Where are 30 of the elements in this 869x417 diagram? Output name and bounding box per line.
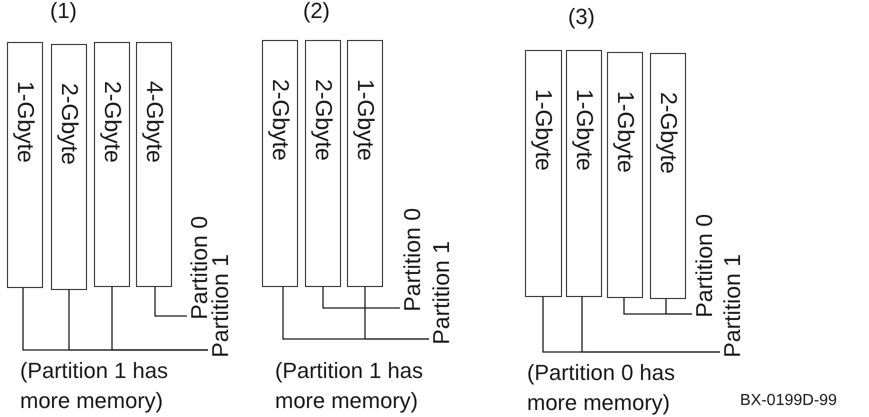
connector-line bbox=[322, 287, 400, 309]
memory-module: 2-Gbyte bbox=[262, 40, 298, 287]
memory-module: 2-Gbyte bbox=[650, 53, 686, 299]
partition-label: Partition 1 bbox=[429, 241, 453, 345]
panel-number: (2) bbox=[303, 0, 330, 25]
connector-line bbox=[364, 287, 429, 340]
partition-label: Partition 0 bbox=[692, 214, 716, 318]
figure-code: BX-0199D-99 bbox=[740, 391, 837, 411]
connector-line bbox=[111, 287, 208, 351]
memory-module: 1-Gbyte bbox=[7, 42, 43, 288]
connector-line bbox=[581, 297, 720, 353]
memory-module: 1-Gbyte bbox=[607, 52, 643, 298]
memory-module: 1-Gbyte bbox=[347, 40, 383, 287]
partition-label: Partition 0 bbox=[400, 208, 424, 312]
connector-line bbox=[154, 287, 187, 317]
memory-module: 1-Gbyte bbox=[566, 50, 602, 297]
memory-module: 1-Gbyte bbox=[525, 50, 562, 297]
caption-note: (Partition 1 has more memory) bbox=[20, 357, 169, 415]
memory-module: 2-Gbyte bbox=[94, 42, 130, 287]
panel-number: (1) bbox=[50, 0, 77, 25]
memory-module: 4-Gbyte bbox=[136, 42, 172, 287]
caption-note: (Partition 0 has more memory) bbox=[527, 359, 676, 417]
partition-label: Partition 1 bbox=[208, 254, 232, 358]
partition-label: Partition 1 bbox=[720, 254, 744, 358]
caption-note: (Partition 1 has more memory) bbox=[275, 357, 424, 415]
partition-label: Partition 0 bbox=[187, 216, 211, 320]
connector-line bbox=[665, 299, 692, 315]
panel-number: (3) bbox=[568, 3, 595, 31]
memory-module: 2-Gbyte bbox=[51, 44, 87, 290]
memory-module: 2-Gbyte bbox=[305, 40, 341, 287]
